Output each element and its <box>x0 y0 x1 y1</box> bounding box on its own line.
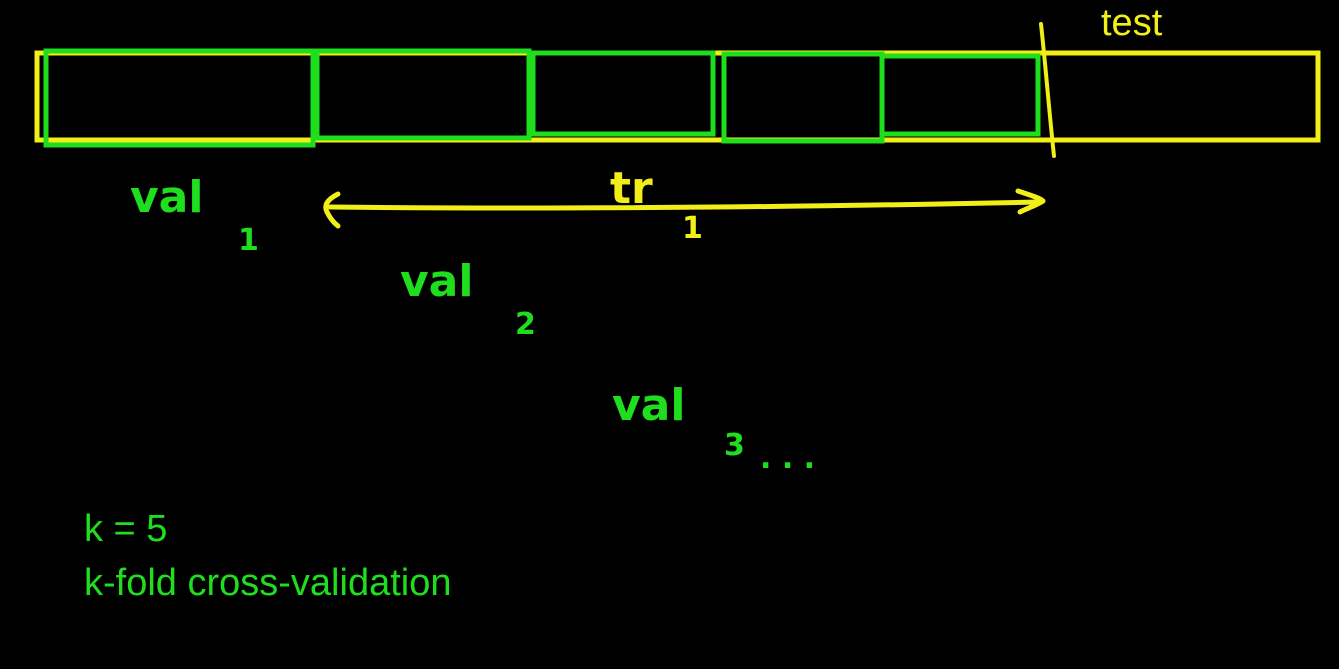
k-value-label: k = 5 <box>84 508 168 550</box>
val3-subscript: 3 <box>724 428 745 463</box>
fold-box-3 <box>530 50 716 137</box>
test-label: test <box>1101 2 1163 44</box>
fold-boxes <box>43 48 1041 148</box>
test-divider <box>1039 22 1056 158</box>
method-label: k-fold cross-validation <box>84 562 452 604</box>
val2-label: val <box>400 256 473 307</box>
val1-label: val <box>130 172 203 223</box>
fold-box-2 <box>314 48 532 141</box>
val1-subscript: 1 <box>238 223 259 258</box>
continuation-dots: . . . <box>760 441 815 476</box>
val3-label: val <box>612 380 685 431</box>
val2-subscript: 2 <box>515 307 536 342</box>
arrow-head-left <box>323 191 341 229</box>
train-subscript: 1 <box>682 211 703 246</box>
train-range-arrow <box>323 188 1046 229</box>
fold-box-5 <box>879 53 1041 137</box>
arrow-shaft <box>327 199 1041 211</box>
arrow-head-right <box>1015 188 1046 215</box>
train-label: tr <box>610 163 653 214</box>
fold-box-1 <box>43 48 316 148</box>
